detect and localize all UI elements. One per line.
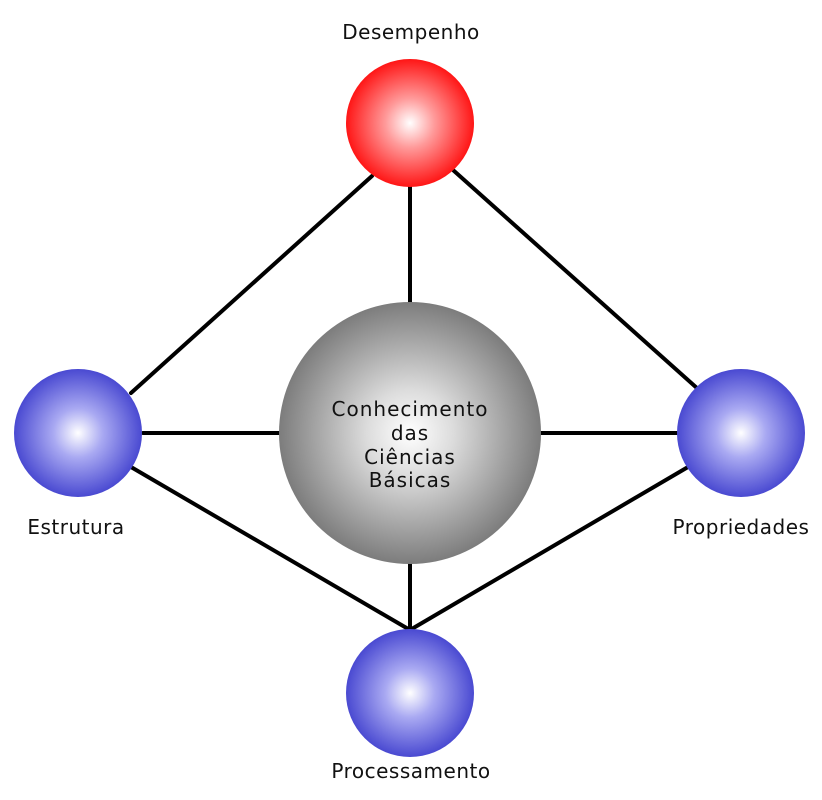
edge-right-bottom xyxy=(408,465,690,632)
edge-top-left xyxy=(129,174,374,395)
center-line-2: das xyxy=(391,421,429,445)
node-center xyxy=(279,302,541,564)
edges xyxy=(129,168,700,632)
center-line-3: Ciências xyxy=(364,445,456,469)
center-line-1: Conhecimento xyxy=(332,397,489,421)
label-estrutura: Estrutura xyxy=(27,515,124,539)
center-line-4: Básicas xyxy=(369,468,452,492)
edge-left-bottom xyxy=(129,465,412,632)
node-estrutura xyxy=(14,369,142,497)
label-desempenho: Desempenho xyxy=(342,20,480,44)
label-propriedades: Propriedades xyxy=(673,515,810,539)
node-processamento xyxy=(346,629,474,757)
edge-top-right xyxy=(451,168,700,391)
center-label: Conhecimento das Ciências Básicas xyxy=(332,397,489,492)
label-processamento: Processamento xyxy=(331,759,490,783)
node-desempenho xyxy=(346,59,474,187)
node-propriedades xyxy=(677,369,805,497)
